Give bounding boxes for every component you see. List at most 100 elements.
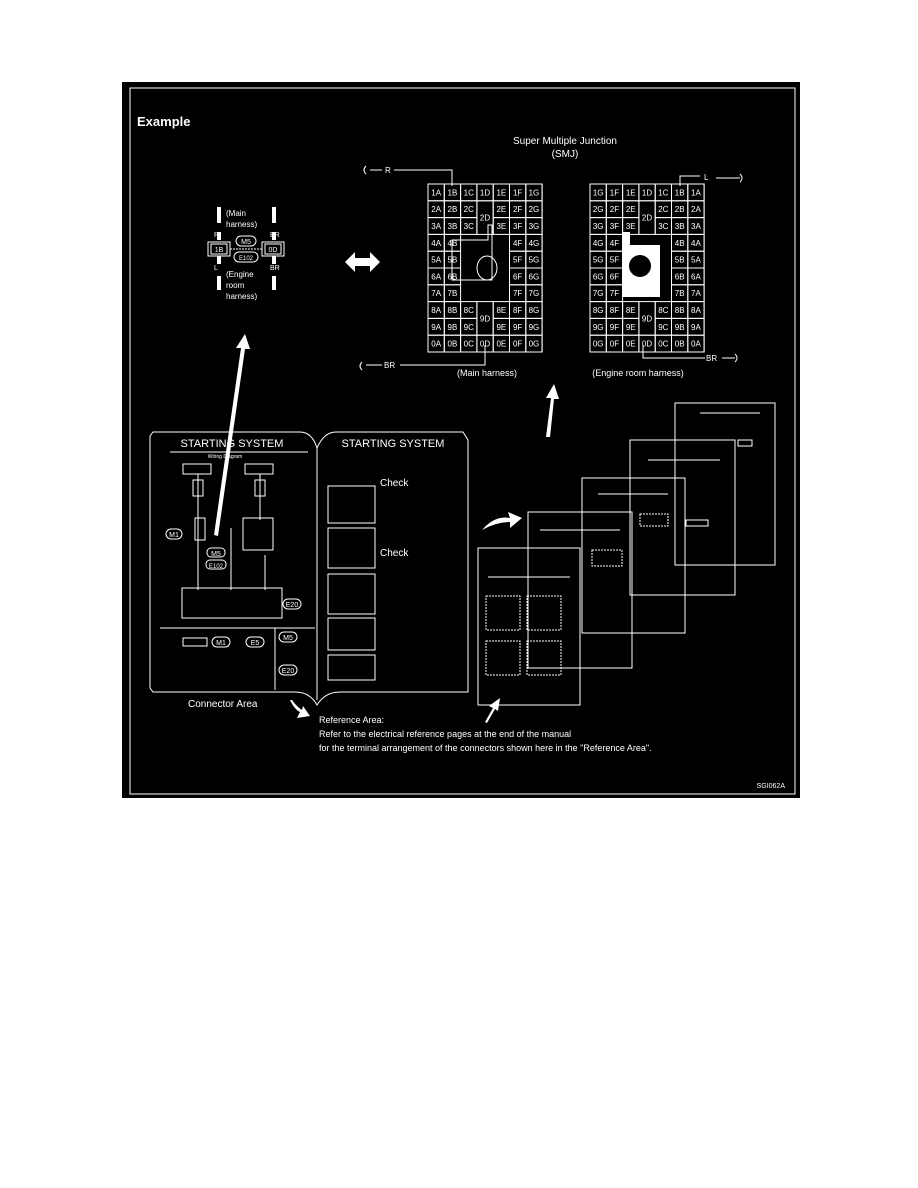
terminal-label: 1C xyxy=(464,188,474,197)
terminal-label: 2A xyxy=(431,205,441,214)
terminal-label: 3B xyxy=(675,222,685,231)
terminal-label: 7A xyxy=(431,289,441,298)
figure-frame xyxy=(129,87,796,795)
terminal-label: 8E xyxy=(626,306,636,315)
terminal-label: 3A xyxy=(691,222,701,231)
terminal-label: 3A xyxy=(431,222,441,231)
terminal-label: 3B xyxy=(448,222,458,231)
terminal-label: 4F xyxy=(610,239,619,248)
terminal-label: 0E xyxy=(496,340,506,349)
terminal-label: 0C xyxy=(464,340,474,349)
terminal-label: 5G xyxy=(593,256,604,265)
terminal-label: 1B xyxy=(675,188,685,197)
terminal-label: 9A xyxy=(691,323,701,332)
terminal-label: 2F xyxy=(513,205,522,214)
area-conn-e20: E20 xyxy=(282,668,295,675)
terminal-label: 8E xyxy=(496,306,506,315)
terminal-label: 3C xyxy=(658,222,668,231)
book-conn-e102: E102 xyxy=(209,564,224,570)
terminal-label: 4A xyxy=(691,239,701,248)
junction-wire-l: L xyxy=(214,265,218,272)
terminal-label: 1F xyxy=(513,188,522,197)
terminal-label: 2G xyxy=(529,205,540,214)
arrow-icon-3 xyxy=(485,698,500,723)
terminal-label: 9D xyxy=(480,314,490,323)
terminal-label: 3C xyxy=(464,222,474,231)
terminal-label: 8C xyxy=(464,306,474,315)
reference-area-text-1: Refer to the electrical reference pages … xyxy=(319,729,571,739)
terminal-label: 3G xyxy=(529,222,540,231)
terminal-label: 7A xyxy=(691,289,701,298)
area-conn-e5: E5 xyxy=(251,640,260,647)
terminal-label: 5A xyxy=(691,256,701,265)
terminal-label: 1E xyxy=(626,188,636,197)
terminal-label: 1E xyxy=(496,188,506,197)
terminal-label: 8G xyxy=(593,306,604,315)
terminal-label: 6A xyxy=(691,272,701,281)
junction-engine-label-2: room xyxy=(226,281,245,290)
terminal-label: 8A xyxy=(431,306,441,315)
terminal-label: 7G xyxy=(593,289,604,298)
terminal-label: 8F xyxy=(610,306,619,315)
terminal-label: 0F xyxy=(513,340,522,349)
terminal-label: 1A xyxy=(431,188,441,197)
terminal-label: 1B xyxy=(448,188,458,197)
book-left-header: STARTING SYSTEM xyxy=(181,438,284,450)
terminal-label: 0E xyxy=(626,340,636,349)
terminal-cell xyxy=(687,334,705,353)
smj-title: Super Multiple Junction xyxy=(513,136,617,147)
junction-engine-label: (Engine xyxy=(226,270,254,279)
terminal-label: 0A xyxy=(431,340,441,349)
terminal-label: 2G xyxy=(593,205,604,214)
book-right-header: STARTING SYSTEM xyxy=(342,438,445,450)
engine-connector-hole xyxy=(629,255,651,277)
terminal-label: 0F xyxy=(610,340,619,349)
terminal-label: 0D xyxy=(642,340,652,349)
terminal-cell xyxy=(460,217,478,235)
terminal-label: 8G xyxy=(529,306,540,315)
terminal-label: 0D xyxy=(480,340,490,349)
terminal-label: 2E xyxy=(496,205,506,214)
connector-e102-label: E102 xyxy=(239,256,254,262)
terminal-label: 4F xyxy=(513,239,522,248)
curved-arrow-icon-2 xyxy=(290,700,310,718)
terminal-1b: 1B xyxy=(215,247,224,254)
terminal-label: 1G xyxy=(593,188,604,197)
main-wire-top-label: R xyxy=(385,166,391,175)
book-conn-m5: M5 xyxy=(211,551,221,558)
terminal-label: 9E xyxy=(496,323,506,332)
arrow-up-icon-2 xyxy=(546,384,559,437)
reference-page-stack xyxy=(477,402,776,706)
junction-wire-br: BR xyxy=(270,232,280,239)
smj-abbrev: (SMJ) xyxy=(552,149,579,160)
area-conn-m5: M5 xyxy=(283,635,293,642)
main-harness-caption: (Main harness) xyxy=(457,368,517,378)
manual-book: STARTING SYSTEM STARTING SYSTEM Wiring D… xyxy=(149,431,469,707)
book-subheader: Wiring Diagram xyxy=(208,454,242,460)
junction-detail: (Main harness) R BR 1B 0D M5 E102 L BR (… xyxy=(207,207,285,301)
book-check-2: Check xyxy=(380,548,409,559)
main-connector-hole xyxy=(476,255,498,281)
terminal-label: 0C xyxy=(658,340,668,349)
terminal-label: 2F xyxy=(610,205,619,214)
smj-wire-leads: R BR L BR xyxy=(359,165,743,371)
terminal-label: 7F xyxy=(610,289,619,298)
terminal-label: 2B xyxy=(675,205,685,214)
terminal-label: 3E xyxy=(496,222,506,231)
terminal-label: 7G xyxy=(529,289,540,298)
terminal-label: 9F xyxy=(610,323,619,332)
connector-area-label: Connector Area xyxy=(188,699,258,710)
terminal-label: 6G xyxy=(593,272,604,281)
terminal-label: 5F xyxy=(513,256,522,265)
engine-wire-top-label: L xyxy=(704,173,709,182)
terminal-label: 2C xyxy=(658,205,668,214)
terminal-label: 9B xyxy=(675,323,685,332)
terminal-label: 6A xyxy=(431,272,441,281)
reference-area-title: Reference Area: xyxy=(319,715,384,725)
book-conn-e20: E20 xyxy=(286,602,299,609)
terminal-label: 9G xyxy=(529,323,540,332)
terminal-label: 7B xyxy=(675,289,685,298)
